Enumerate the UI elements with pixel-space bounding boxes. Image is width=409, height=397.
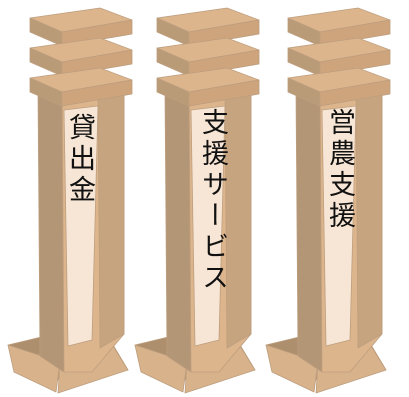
pillar-1 (7, 7, 133, 394)
pillar-label-2: 支援サービス (197, 108, 228, 294)
pillar-left-face-3 (295, 83, 323, 373)
pillar-highlight-2 (190, 105, 226, 347)
pillar-label-3: 営農支援 (324, 108, 355, 232)
slab-front-3-2 (188, 79, 260, 107)
pillar-right-face-1 (97, 83, 125, 349)
pillar-right-face-2 (224, 83, 252, 349)
slab-front-3-3 (319, 79, 391, 107)
pillar-highlight-3 (321, 105, 357, 347)
pillar-right-face-3 (355, 83, 383, 349)
pillar-2 (134, 7, 260, 394)
slab-front-2-3 (319, 49, 391, 77)
slab-front-2-2 (188, 49, 260, 77)
slab-front-1-2 (188, 19, 260, 47)
pillar-left-face-2 (164, 83, 192, 373)
pillar-3 (265, 7, 391, 394)
pillar-label-1: 貸出金 (64, 113, 95, 206)
slab-front-2-1 (61, 49, 133, 77)
pillar-left-face-1 (37, 83, 65, 373)
slab-front-1-3 (319, 19, 391, 47)
slab-front-1-1 (61, 19, 133, 47)
slab-front-3-1 (61, 79, 133, 107)
pillar-highlight-1 (63, 105, 99, 347)
